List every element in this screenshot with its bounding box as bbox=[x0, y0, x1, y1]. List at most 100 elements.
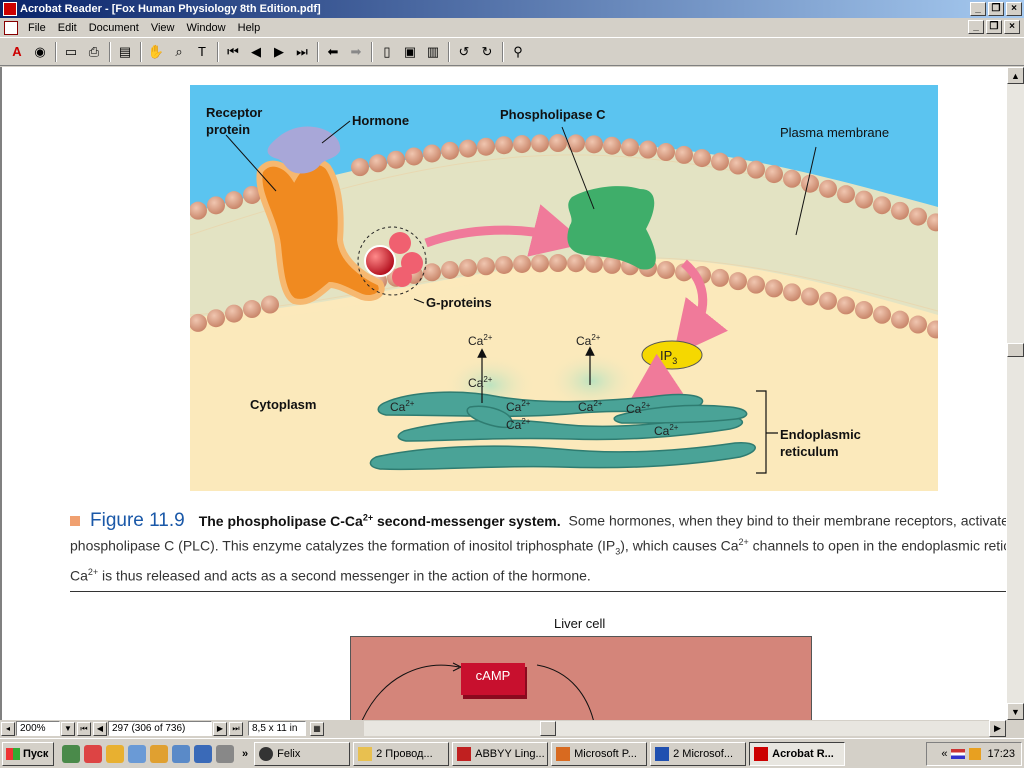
horizontal-scroll-thumb[interactable] bbox=[540, 721, 556, 736]
task-felix[interactable]: Felix bbox=[254, 741, 351, 766]
print-icon[interactable]: ⎙ bbox=[88, 43, 100, 59]
previous-page-icon[interactable]: ◀ bbox=[251, 43, 261, 59]
last-page-status-icon[interactable]: ⏭ bbox=[229, 721, 243, 736]
quicklaunch-ie-icon[interactable] bbox=[128, 744, 146, 763]
task-powerpoint[interactable]: Microsoft P... bbox=[551, 741, 648, 766]
language-flag-icon[interactable] bbox=[951, 749, 966, 759]
tray-expand-icon[interactable]: « bbox=[941, 748, 948, 760]
task-acrobat[interactable]: Acrobat R... bbox=[749, 741, 846, 766]
endoplasmic-reticulum bbox=[369, 391, 756, 471]
word-icon bbox=[655, 746, 670, 761]
go-back-icon[interactable]: ⬅ bbox=[327, 43, 339, 59]
start-button[interactable]: Пуск bbox=[2, 741, 54, 766]
last-page-icon[interactable]: ⏭ bbox=[296, 43, 308, 59]
phospholipid-head bbox=[819, 179, 837, 198]
phospholipid-head bbox=[783, 283, 801, 302]
web-capture-icon[interactable]: ◉ bbox=[34, 43, 46, 59]
vertical-scroll-thumb[interactable] bbox=[1007, 343, 1024, 357]
task-word[interactable]: 2 Microsof... bbox=[650, 741, 747, 766]
zoom-level-field[interactable]: 200% bbox=[16, 721, 60, 736]
phospholipid-head bbox=[855, 190, 873, 209]
rotate-ccw-icon[interactable]: ↺ bbox=[458, 43, 470, 59]
next-page-icon[interactable]: ▶ bbox=[274, 43, 284, 59]
quicklaunch-icon-1[interactable] bbox=[62, 744, 80, 763]
page-layout-icon[interactable]: ▦ bbox=[310, 721, 324, 736]
phospholipid-head bbox=[927, 320, 938, 339]
fit-width-icon[interactable]: ▥ bbox=[426, 43, 440, 59]
phospholipid-head bbox=[459, 258, 477, 277]
menu-window[interactable]: Window bbox=[186, 21, 226, 34]
figure-title: The phospholipase C-Ca2+ second-messenge… bbox=[198, 512, 561, 529]
menu-bar: File Edit Document View Window Help _ ❐ … bbox=[0, 18, 1024, 38]
phospholipid-head bbox=[495, 255, 513, 274]
menu-document[interactable]: Document bbox=[88, 21, 139, 34]
vertical-scrollbar[interactable]: ▲ ▼ bbox=[1006, 67, 1024, 720]
doc-close-button[interactable]: × bbox=[1004, 20, 1020, 34]
open-folder-icon[interactable]: ▭ bbox=[64, 43, 78, 59]
phospholipid-head bbox=[567, 134, 585, 153]
quicklaunch-icon-7[interactable] bbox=[194, 744, 212, 763]
doc-restore-button[interactable]: ❐ bbox=[986, 20, 1002, 34]
taskbar: Пуск » Felix 2 Провод... ABBYY Ling... M… bbox=[0, 738, 1024, 768]
find-binoculars-icon[interactable]: ⚲ bbox=[513, 43, 523, 59]
g-protein-gamma bbox=[392, 267, 412, 287]
quicklaunch-icon-2[interactable] bbox=[84, 744, 102, 763]
doc-minimize-button[interactable]: _ bbox=[968, 20, 984, 34]
phospholipid-head bbox=[190, 201, 207, 220]
phospholipid-head bbox=[801, 174, 819, 193]
menu-file[interactable]: File bbox=[28, 21, 46, 34]
membrane-inner-beads bbox=[190, 254, 938, 339]
quicklaunch-more-icon[interactable]: » bbox=[242, 747, 249, 760]
phospholipid-head bbox=[405, 147, 423, 166]
tray-app-icon[interactable] bbox=[969, 748, 982, 760]
go-forward-icon[interactable]: ➡ bbox=[350, 43, 362, 59]
quicklaunch-icon-8[interactable] bbox=[216, 744, 234, 763]
caption-marker bbox=[70, 515, 80, 526]
menu-edit[interactable]: Edit bbox=[57, 21, 77, 34]
zoom-dropdown-icon[interactable]: ▼ bbox=[61, 721, 75, 736]
horizontal-scrollbar[interactable]: ▶ bbox=[364, 720, 1006, 737]
first-page-status-icon[interactable]: ⏮ bbox=[77, 721, 91, 736]
document-icon[interactable] bbox=[4, 20, 18, 35]
text-select-tool-icon[interactable]: T bbox=[198, 44, 206, 59]
camp-box: cAMP bbox=[461, 663, 525, 695]
page-number-field[interactable]: 297 (306 of 736) bbox=[108, 721, 212, 736]
scroll-right-button[interactable]: ▶ bbox=[989, 720, 1006, 737]
hormone-molecule bbox=[267, 126, 341, 174]
menu-view[interactable]: View bbox=[150, 21, 175, 34]
phospholipid-head bbox=[423, 144, 441, 163]
first-page-icon[interactable]: ⏮ bbox=[227, 43, 239, 59]
phospholipid-head bbox=[711, 268, 729, 287]
minimize-button[interactable]: _ bbox=[970, 2, 986, 16]
scroll-up-button[interactable]: ▲ bbox=[1007, 67, 1024, 84]
task-explorer[interactable]: 2 Провод... bbox=[353, 741, 450, 766]
gproteins-label: G-proteins bbox=[426, 295, 492, 310]
phospholipid-head bbox=[747, 275, 765, 294]
abbyy-icon bbox=[457, 746, 472, 761]
quicklaunch-icon-6[interactable] bbox=[172, 744, 190, 763]
phospholipid-head bbox=[873, 305, 891, 324]
hand-tool-icon[interactable]: ✋ bbox=[147, 43, 165, 59]
fit-page-icon[interactable]: ▣ bbox=[403, 43, 417, 59]
scroll-down-button[interactable]: ▼ bbox=[1007, 703, 1024, 720]
actual-size-icon[interactable]: ▯ bbox=[383, 43, 391, 59]
acrobat-logo-icon[interactable]: A bbox=[12, 44, 22, 59]
quicklaunch-icon-3[interactable] bbox=[106, 744, 124, 763]
task-abbyy[interactable]: ABBYY Ling... bbox=[452, 741, 549, 766]
phospholipid-head bbox=[477, 257, 495, 276]
caption-line-3: Ca2+ is thus released and acts as a seco… bbox=[70, 567, 591, 584]
phospholipid-head bbox=[639, 140, 657, 159]
zoom-tool-icon[interactable]: ⌕ bbox=[175, 43, 183, 59]
restore-button[interactable]: ❐ bbox=[988, 2, 1004, 16]
close-button[interactable]: × bbox=[1006, 2, 1022, 16]
zoom-out-arrow-icon[interactable]: ◂ bbox=[1, 721, 15, 736]
phospholipid-head bbox=[477, 137, 495, 156]
menu-help[interactable]: Help bbox=[237, 21, 261, 34]
show-navigation-pane-icon[interactable]: ▤ bbox=[118, 43, 132, 59]
quicklaunch-media-icon[interactable] bbox=[150, 744, 168, 763]
previous-page-status-icon[interactable]: ◀ bbox=[93, 721, 107, 736]
toolbar-separator bbox=[55, 41, 57, 62]
rotate-cw-icon[interactable]: ↻ bbox=[481, 43, 493, 59]
next-page-status-icon[interactable]: ▶ bbox=[213, 721, 227, 736]
